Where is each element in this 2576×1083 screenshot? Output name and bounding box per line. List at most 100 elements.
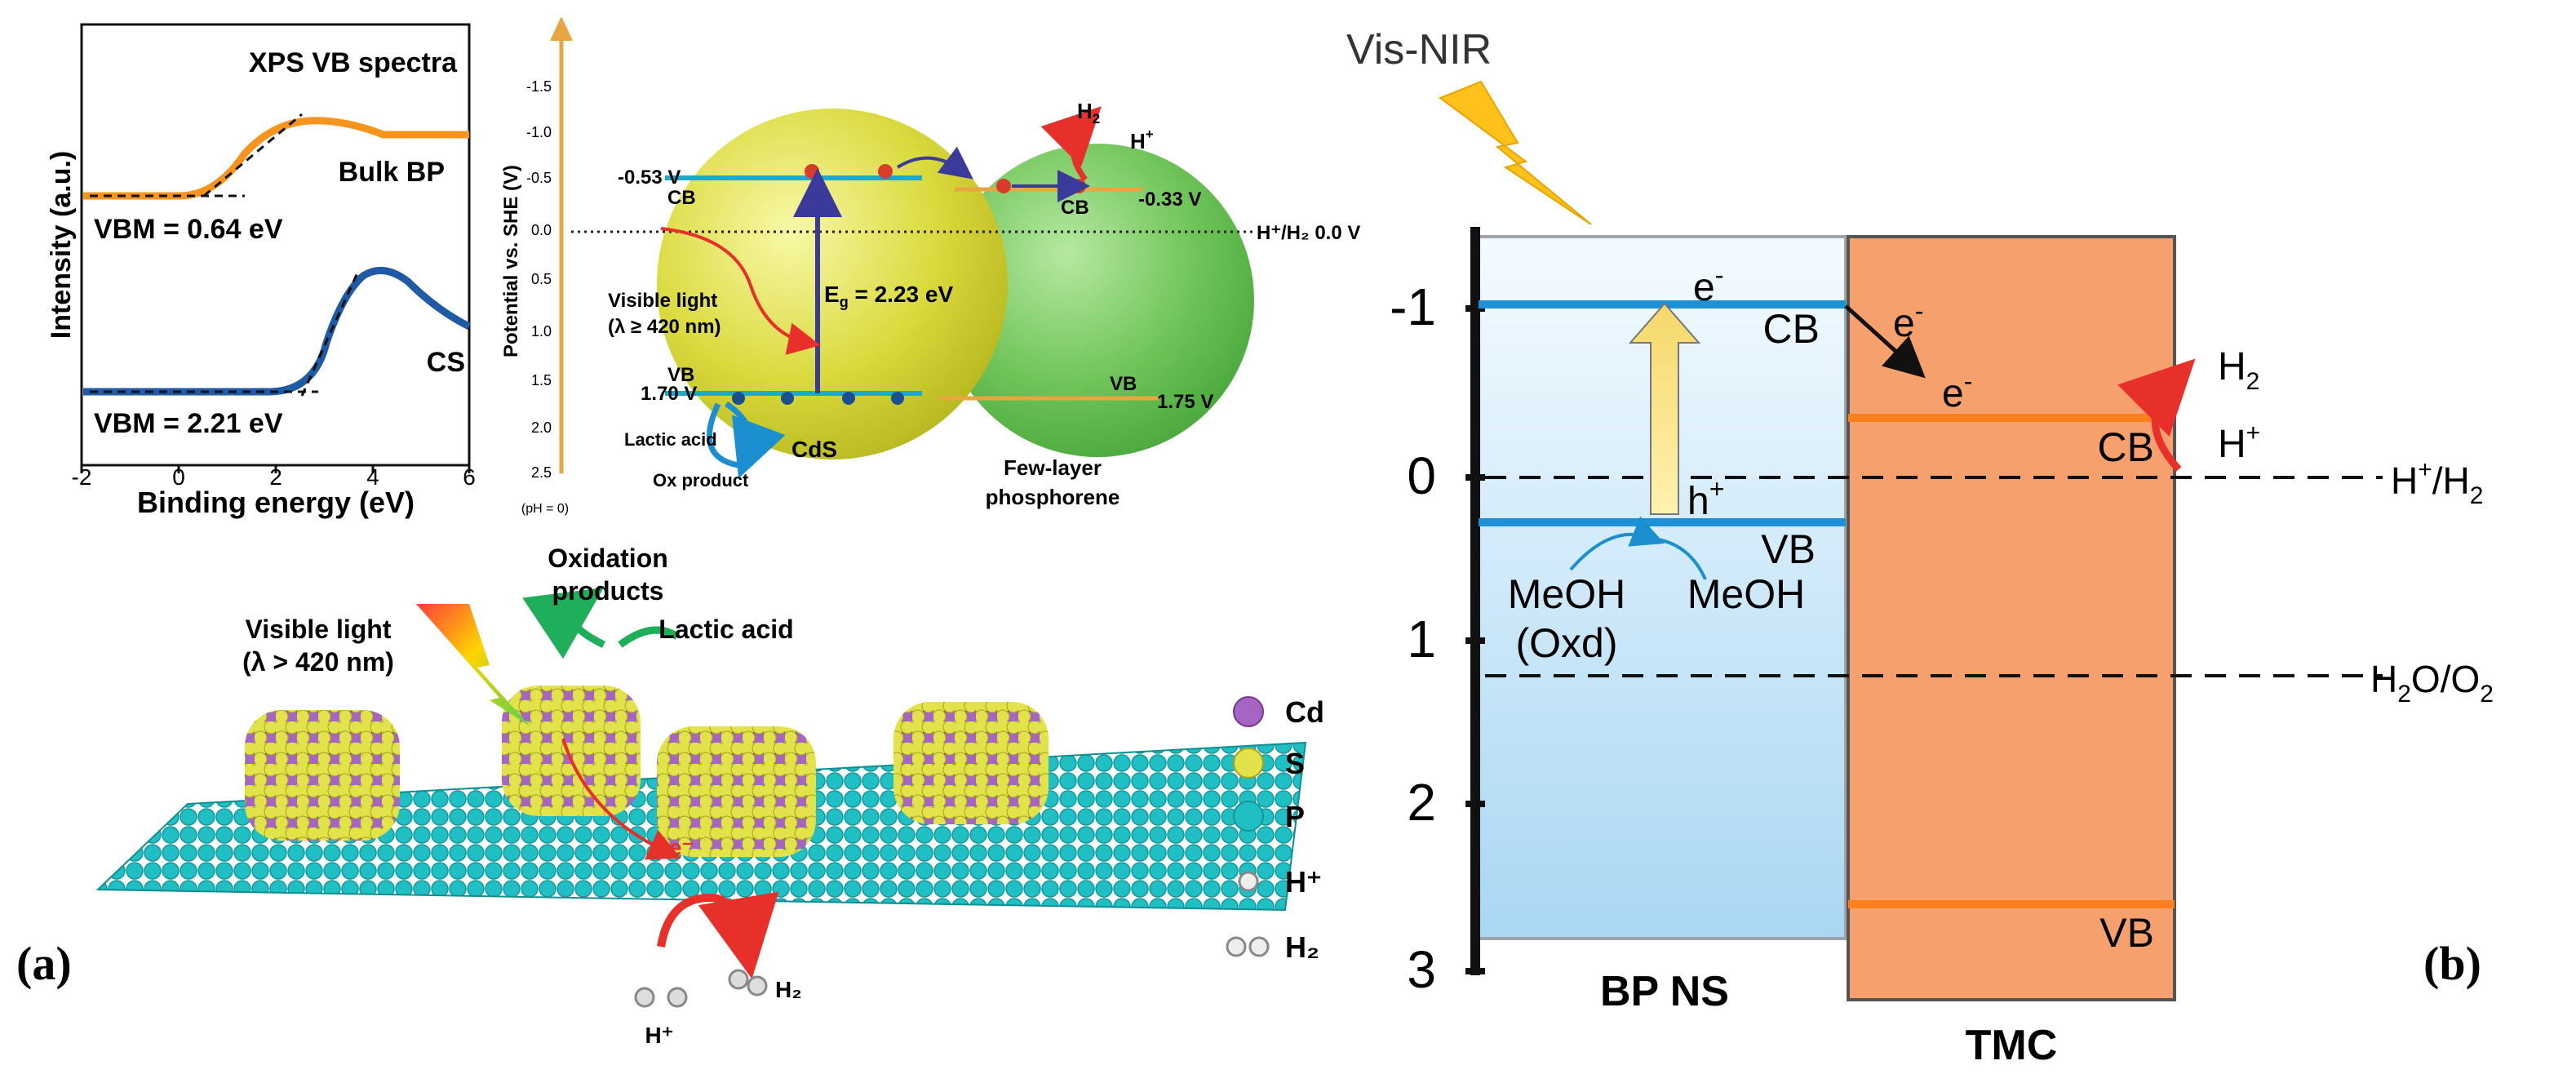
scheme-light-line2: (λ > 420 nm) — [242, 647, 394, 677]
lactic-oxidation-arrow — [706, 402, 739, 468]
photocatalysis-scheme: Visible light (λ > 420 nm) Oxidation pro… — [95, 544, 1307, 1048]
xps-xtick: -2 — [72, 464, 92, 490]
h2-evolution-arrow-b — [2117, 358, 2196, 473]
visible-light-line1: Visible light — [608, 290, 717, 312]
bp-excitation-arrow — [1628, 302, 1701, 515]
oxidation-line2: products — [552, 576, 664, 606]
tmc-vb-label: VB — [2099, 910, 2154, 956]
meoh-label: MeOH — [1687, 571, 1805, 617]
svg-text:2: 2 — [1407, 773, 1436, 832]
vis-nir-label: Vis-NIR — [1346, 26, 1492, 73]
energy-diagram: -1.5 -1.0 -0.5 0.0 0.5 1.0 1.5 2.0 2.5 P… — [500, 16, 1360, 516]
cds-cluster — [502, 686, 641, 816]
cds-cluster — [245, 710, 400, 841]
o2-reference-label: H2O/O2 — [2370, 658, 2494, 708]
scheme-hplus: H⁺ — [645, 1023, 674, 1048]
lactic-oxidation-arrow — [725, 402, 786, 479]
bp-cb-label: CB — [1763, 306, 1820, 352]
legend-cd: Cd — [1285, 695, 1324, 729]
xps-xtick: 2 — [269, 464, 282, 490]
scheme-light-line1: Visible light — [246, 615, 392, 644]
atom-legend: Cd S P H⁺ H₂ — [1226, 695, 1324, 964]
cds-vb-value: 1.70 V — [641, 383, 697, 405]
electron-path-arrow — [561, 738, 681, 860]
cs-tangent — [300, 269, 361, 397]
h2-level-label: H⁺/H₂ 0.0 V — [1257, 222, 1360, 244]
legend-s: S — [1285, 747, 1305, 780]
panel-b-label: (b) — [2423, 937, 2481, 990]
cs-curve — [83, 266, 472, 396]
xps-xtick: 0 — [172, 464, 185, 490]
svg-text:1.0: 1.0 — [531, 323, 552, 340]
phosphorene-sphere — [941, 144, 1254, 457]
electron-transfer-arrow-b — [1844, 304, 1926, 379]
visible-light-line2: (λ ≥ 420 nm) — [608, 316, 721, 338]
transfer-electron-1: e- — [1893, 296, 1923, 345]
legend-s-swatch — [1233, 748, 1264, 779]
holes — [732, 392, 904, 405]
bp-vb-label: VB — [1761, 526, 1816, 572]
h2-evolution-arrow-scheme — [657, 891, 779, 979]
light-bolt — [416, 604, 530, 726]
bp-hole: h+ — [1687, 474, 1724, 523]
svg-text:3: 3 — [1407, 940, 1436, 999]
xps-plot: XPS VB spectra Intensity (a.u.) Bulk BP … — [46, 23, 476, 519]
bp-vb-value: 1.75 V — [1157, 391, 1213, 413]
scheme-electron: e⁻ — [669, 835, 694, 860]
hplus-reactant: H+ — [1130, 126, 1154, 153]
xps-xticks: -2 0 2 4 6 — [72, 464, 476, 490]
xps-frame — [80, 23, 471, 467]
potential-axis-arrow — [550, 16, 573, 41]
bp-cb-label: CB — [1061, 197, 1089, 219]
legend-h2: H₂ — [1285, 930, 1319, 964]
svg-text:2.5: 2.5 — [531, 464, 552, 481]
xps-xtick: 6 — [463, 464, 476, 490]
scheme-h2: H₂ — [775, 977, 802, 1002]
scheme-lactic-label: Lactic acid — [658, 615, 793, 644]
visible-light-arrow — [660, 227, 821, 355]
h2-reference-label: H+/H2 — [2391, 456, 2483, 509]
svg-text:0: 0 — [1407, 446, 1436, 505]
vbm-cs: VBM = 2.21 eV — [94, 408, 283, 439]
lactic-acid-label: Lactic acid — [624, 429, 717, 450]
xps-title: XPS VB spectra — [249, 47, 458, 78]
cds-label: CdS — [791, 437, 837, 462]
xps-xlabel: Binding energy (eV) — [137, 486, 415, 519]
cds-cluster — [657, 726, 816, 857]
h2-product-b: H2 — [2218, 345, 2259, 395]
svg-text:0.0: 0.0 — [531, 222, 552, 238]
bp-cb-value: -0.33 V — [1138, 189, 1201, 211]
legend-p-swatch — [1233, 801, 1264, 832]
ph-note: (pH = 0) — [521, 502, 569, 516]
bp-electron: e- — [1693, 260, 1723, 309]
cds-cluster — [893, 702, 1049, 824]
bp-ns-label: BP NS — [1600, 968, 1729, 1015]
transfer-electron-2: e- — [1942, 366, 1972, 415]
svg-text:2.0: 2.0 — [531, 419, 552, 436]
legend-p: P — [1285, 800, 1305, 833]
panel-a-label: (a) — [16, 937, 72, 990]
ox-product-label: Ox product — [653, 470, 749, 490]
cds-cb-value: -0.53 V — [618, 166, 681, 189]
legend-h2-swatch — [1226, 936, 1247, 957]
legend-cd-swatch — [1233, 696, 1264, 727]
cds-vb-label: VB — [667, 364, 694, 386]
xps-xtick: 4 — [366, 464, 379, 490]
phosphorene-label-2: phosphorene — [986, 485, 1120, 509]
svg-text:-1.0: -1.0 — [526, 124, 552, 140]
cds-sphere — [657, 109, 1008, 459]
energy-axis-ticks: -1 0 1 2 3 — [1390, 277, 1485, 999]
oxidation-line1: Oxidation — [548, 544, 668, 573]
vbm-bulk: VBM = 0.64 eV — [94, 214, 283, 245]
meoh-oxd-line2: (Oxd) — [1516, 620, 1618, 666]
svg-text:-1.5: -1.5 — [526, 78, 552, 95]
xps-ylabel: Intensity (a.u.) — [46, 151, 77, 339]
h2-product: H2 — [1077, 99, 1100, 126]
h2-molecule — [728, 969, 768, 996]
hplus-molecules — [634, 987, 688, 1008]
potential-ticks: -1.5 -1.0 -0.5 0.0 0.5 1.0 1.5 2.0 2.5 — [526, 78, 552, 481]
legend-hplus-swatch — [1238, 871, 1259, 892]
svg-text:0.5: 0.5 — [531, 271, 552, 287]
meoh-oxidation-arrow — [1652, 537, 1707, 580]
